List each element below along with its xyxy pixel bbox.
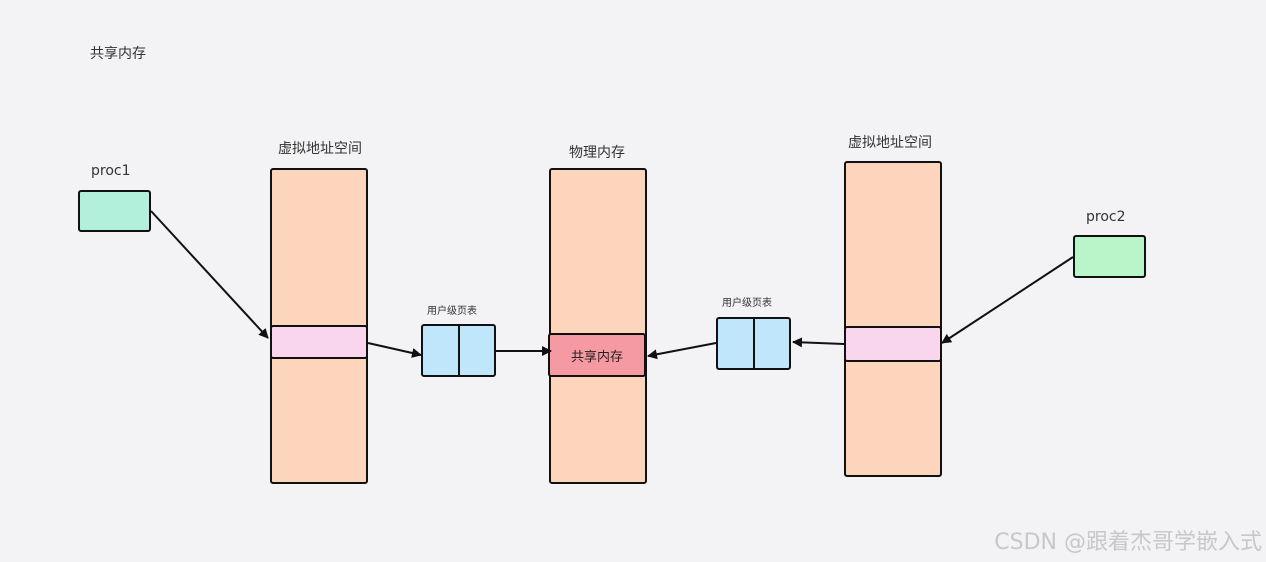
arrow-page-table-right-to-shared [647, 342, 717, 360]
page-table-right [716, 317, 791, 370]
page-table-left-label: 用户级页表 [427, 306, 477, 317]
vas-right-label: 虚拟地址空间 [848, 135, 932, 151]
shared-memory-label: 共享内存 [570, 349, 623, 365]
arrow-vas-right-to-page-table [792, 337, 845, 348]
vas-right-column [844, 161, 942, 477]
proc1-label: proc1 [91, 163, 131, 179]
shared-memory-segment: 共享内存 [548, 333, 646, 377]
proc2-label: proc2 [1086, 209, 1126, 225]
diagram-title: 共享内存 [90, 46, 146, 62]
vas-left-label: 虚拟地址空间 [278, 141, 362, 157]
arrow-proc1-to-vas [150, 210, 269, 339]
watermark: CSDN @跟着杰哥学嵌入式 [994, 530, 1262, 555]
page-table-left [421, 324, 496, 377]
page-table-left-divider [457, 326, 460, 375]
proc2-box [1073, 235, 1146, 278]
vas-right-mapped-segment [844, 326, 942, 362]
vas-left-mapped-segment [270, 325, 368, 359]
arrow-proc2-to-vas [941, 256, 1074, 344]
page-table-right-divider [752, 319, 755, 368]
page-table-right-label: 用户级页表 [722, 298, 772, 309]
proc1-box [78, 190, 151, 232]
physical-memory-column [549, 168, 647, 484]
arrow-vas-left-to-page-table [367, 342, 422, 358]
physical-memory-label: 物理内存 [569, 145, 625, 161]
